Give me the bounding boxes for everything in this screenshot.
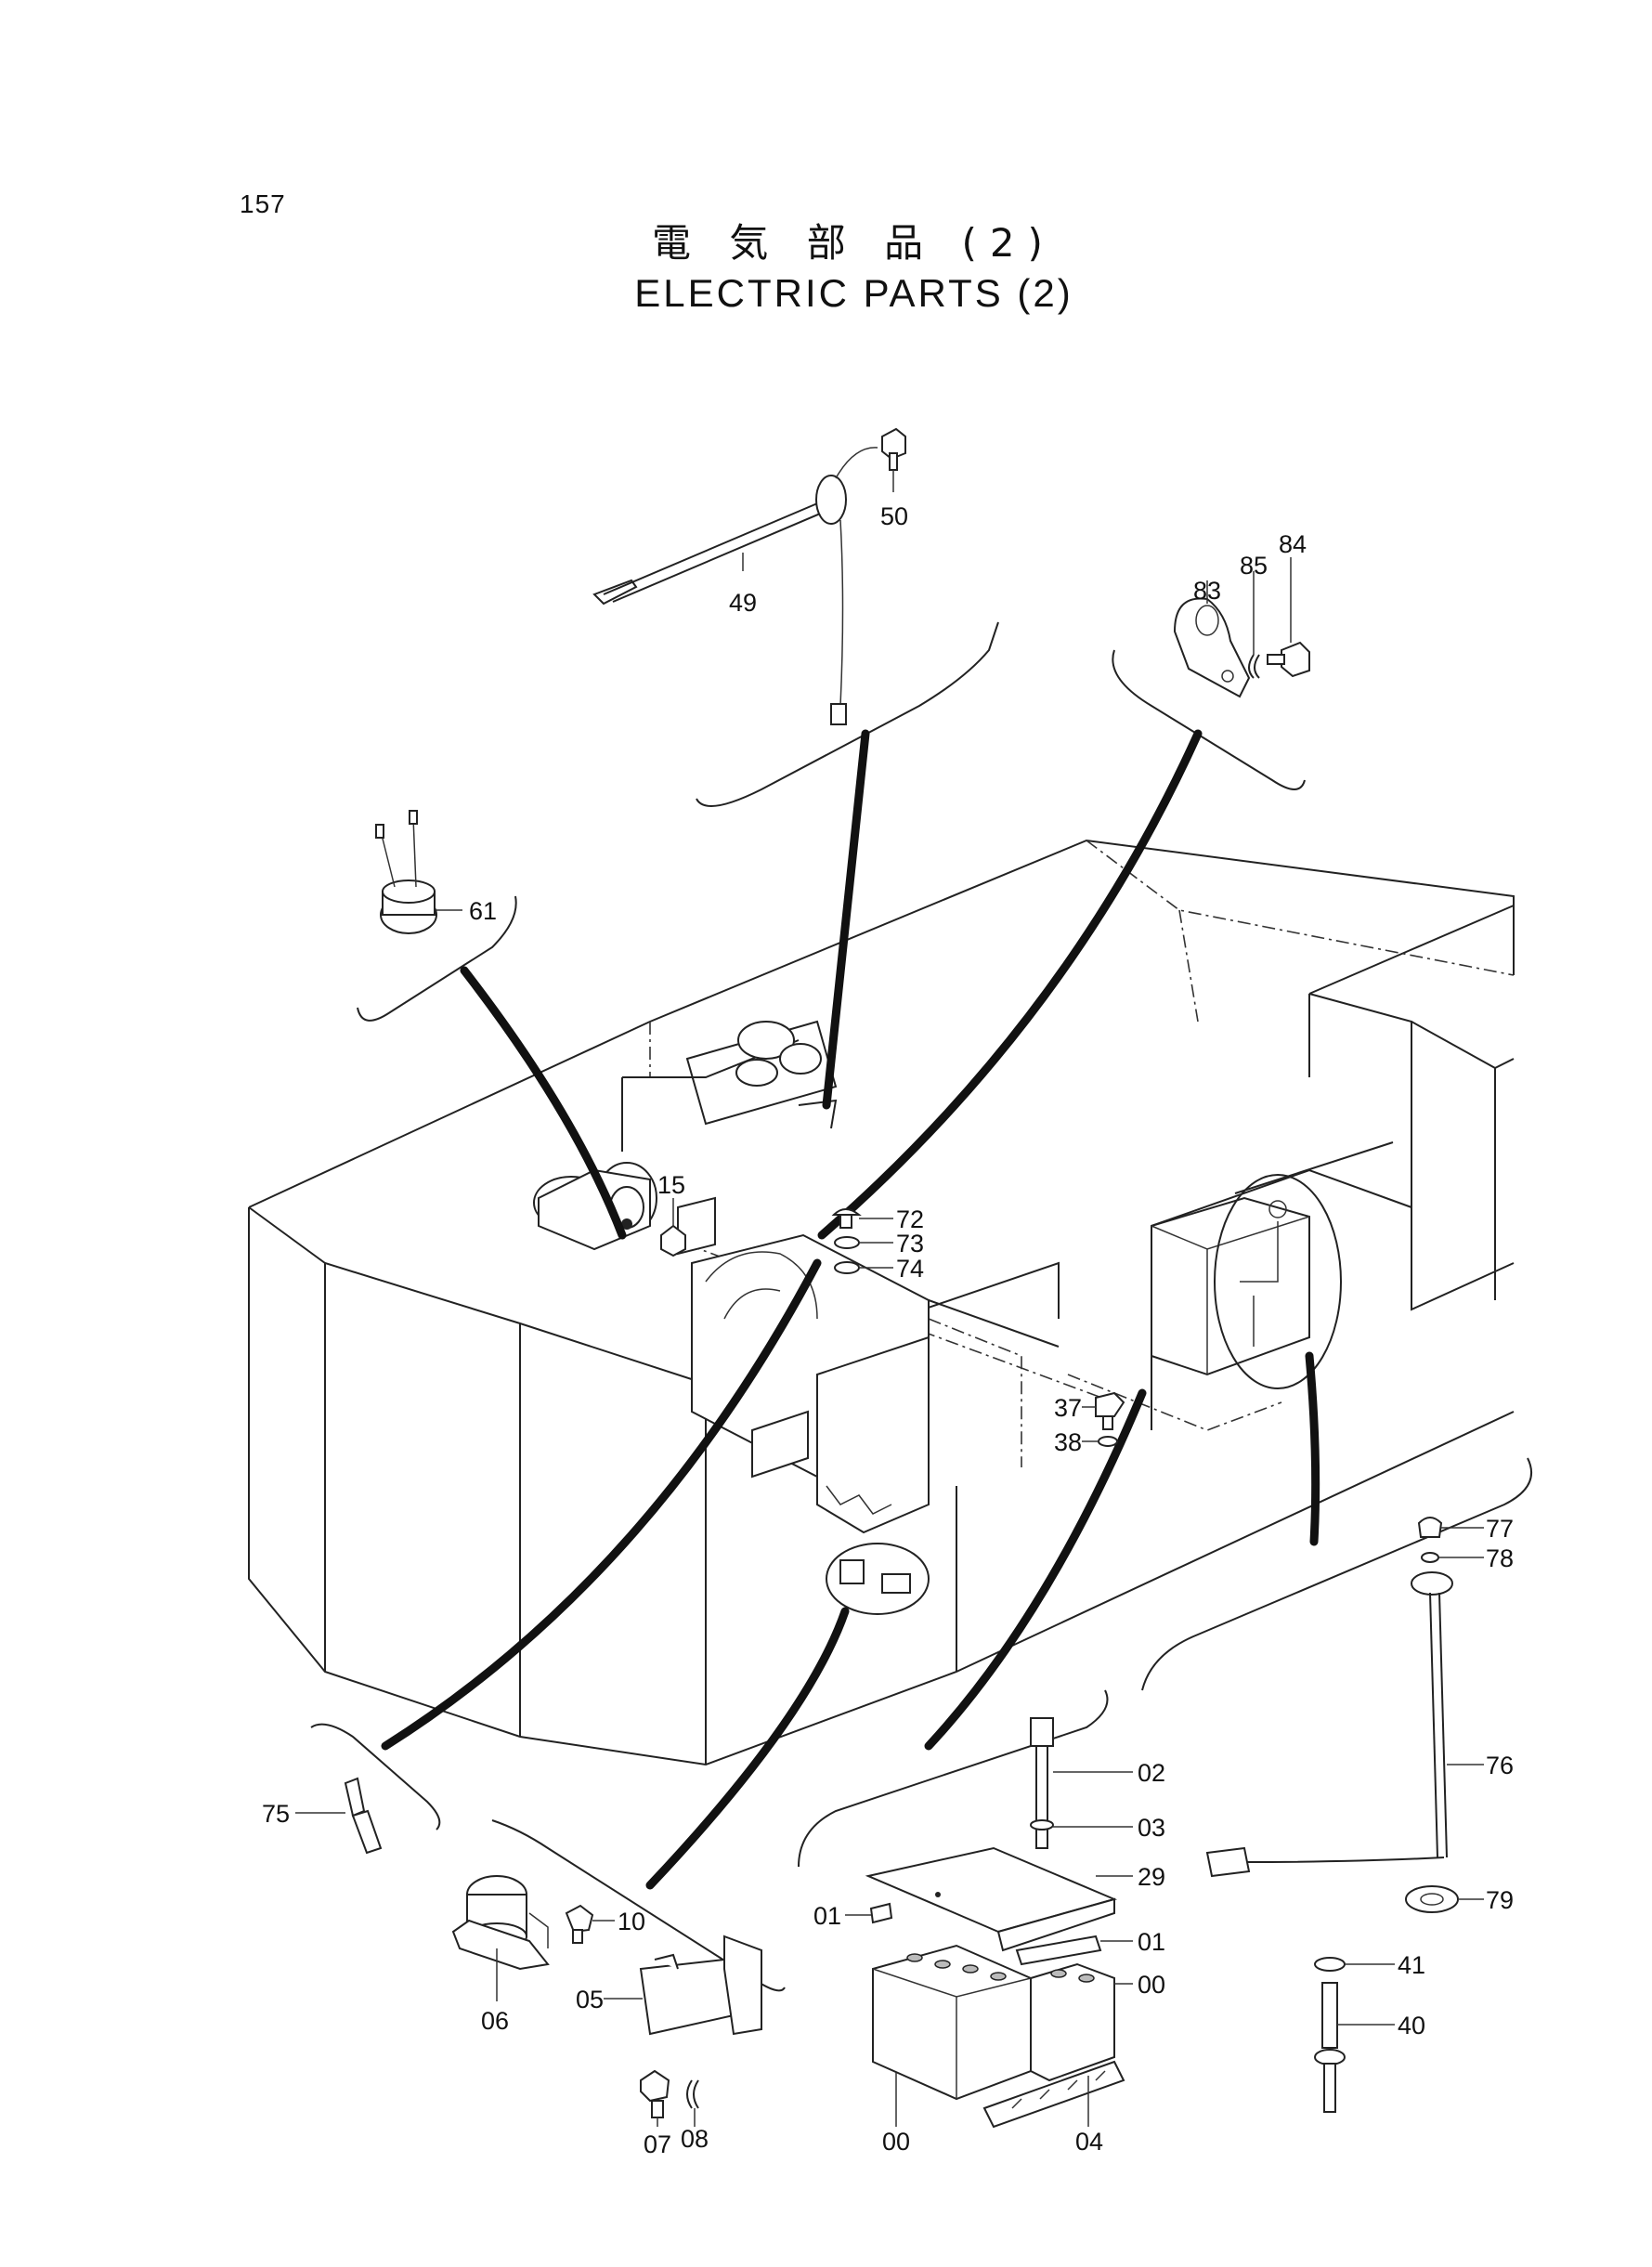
callout-79: 79 (1486, 1886, 1514, 1914)
reservoir-assembly (685, 1020, 838, 1129)
part-77-bolt (1417, 1517, 1443, 1538)
part-03-washer (1030, 1819, 1054, 1831)
part-79-gasket (1405, 1885, 1459, 1913)
part-38-washer (1098, 1436, 1118, 1447)
part-00-battery-left (872, 1944, 1032, 2101)
callout-73: 73 (896, 1230, 924, 1257)
part-61-switch (375, 810, 437, 934)
callout-85: 85 (1240, 552, 1268, 580)
part-06-relay (451, 1875, 550, 1971)
part-41-washer (1314, 1957, 1346, 1972)
callout-07: 07 (644, 2130, 671, 2158)
callout-49: 49 (729, 589, 757, 617)
leader-lines (381, 729, 1320, 1890)
callout-76: 76 (1486, 1752, 1514, 1779)
callout-05: 05 (576, 1986, 604, 2013)
callout-78: 78 (1486, 1544, 1514, 1572)
callout-77: 77 (1486, 1515, 1514, 1543)
part-00-battery-right (1030, 1962, 1115, 2082)
part-08-washer (686, 2079, 699, 2109)
leader-brackets (310, 621, 1532, 1992)
callout-15: 15 (657, 1171, 685, 1199)
callout-72: 72 (896, 1205, 924, 1233)
callout-74: 74 (896, 1255, 924, 1283)
callout-00-left: 00 (882, 2128, 910, 2156)
part-29-cover-plate (865, 1846, 1118, 1952)
callout-61: 61 (469, 897, 497, 925)
callout-06: 06 (481, 2007, 509, 2035)
callout-29: 29 (1138, 1863, 1165, 1891)
part-50-bolt (881, 427, 906, 471)
callout-40: 40 (1398, 2012, 1425, 2039)
part-10-bolt (565, 1904, 594, 1944)
engine-assembly (677, 1196, 1060, 1534)
part-40-plug (1314, 1982, 1346, 2113)
callout-38: 38 (1054, 1428, 1082, 1456)
callout-10: 10 (618, 1908, 645, 1935)
callout-01-right: 01 (1138, 1928, 1165, 1956)
callout-37: 37 (1054, 1394, 1082, 1422)
callout-41: 41 (1398, 1951, 1425, 1979)
callout-50: 50 (880, 502, 908, 530)
part-84-bolt (1267, 641, 1310, 678)
callout-84: 84 (1279, 530, 1307, 558)
callout-labels: 50 49 83 85 84 61 15 72 73 74 37 38 77 7… (262, 502, 1514, 2158)
page-number: 157 (240, 189, 286, 218)
callout-00-right: 00 (1138, 1971, 1165, 1999)
part-73-washer (834, 1236, 860, 1249)
part-49-fuel-sensor (592, 447, 878, 725)
callout-ticks (295, 470, 1484, 2127)
part-01-clamp-left (869, 1902, 893, 1924)
title-japanese: 電 気 部 品 (2) (652, 220, 1056, 266)
part-75-sensor (344, 1777, 383, 1855)
callout-03: 03 (1138, 1814, 1165, 1842)
part-83-clamp (1173, 597, 1251, 698)
part-37-bolt (1095, 1391, 1125, 1430)
callout-01-left: 01 (813, 1902, 841, 1930)
part-01-clamp-right (1015, 1935, 1102, 1966)
part-72-screw (831, 1208, 862, 1229)
detail-circle-relay-mount (826, 1543, 930, 1615)
callout-83: 83 (1193, 577, 1221, 605)
part-85-washer (1248, 654, 1260, 679)
title-english: ELECTRIC PARTS (2) (634, 271, 1073, 315)
callout-04: 04 (1075, 2128, 1103, 2156)
part-07-bolt (640, 2069, 670, 2118)
part-05-box (639, 1935, 762, 2036)
machine-body-outline (248, 839, 1515, 1766)
part-74-washer (834, 1261, 860, 1274)
part-78-washer (1421, 1552, 1439, 1563)
part-76-sender-unit (1205, 1571, 1453, 1878)
callout-75: 75 (262, 1800, 290, 1828)
callout-08: 08 (681, 2125, 709, 2153)
detail-circle-battery (1214, 1174, 1342, 1389)
callout-02: 02 (1138, 1759, 1165, 1787)
battery-box-outline (1067, 1196, 1310, 1431)
